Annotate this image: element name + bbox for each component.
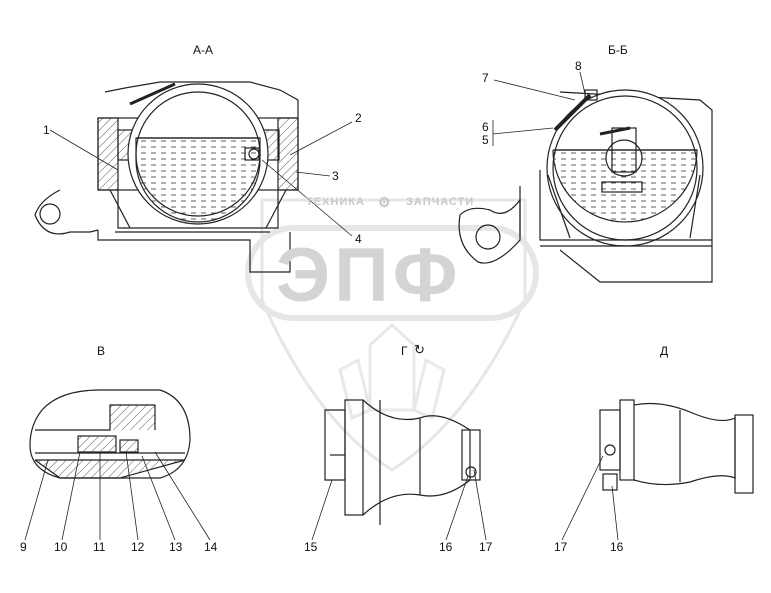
view-v-leaders: [24, 451, 211, 541]
callout-v-12: 12: [131, 540, 145, 554]
callout-v-13: 13: [169, 540, 183, 554]
callout-v-14: 14: [204, 540, 218, 554]
watermark-emblem: [245, 198, 539, 472]
callout-d-17: 17: [554, 540, 568, 554]
callout-v-10: 10: [54, 540, 68, 554]
callout-bb-5: 5: [482, 133, 489, 147]
view-title-v: В: [97, 344, 106, 358]
watermark-gear-icon: ⚙: [378, 194, 392, 210]
view-direction-arrow-icon: ↻: [414, 342, 425, 357]
view-aa-drawing: [34, 81, 299, 273]
callout-aa-1: 1: [43, 123, 50, 137]
watermark-big-text: ЭПФ: [276, 233, 462, 318]
callout-g-15: 15: [304, 540, 318, 554]
callout-aa-3: 3: [332, 169, 339, 183]
view-bb-leaders: [492, 71, 586, 146]
view-title-d: Д: [660, 344, 669, 358]
view-d-leaders: [561, 455, 619, 541]
view-d-drawing: [599, 399, 754, 494]
view-v-drawing: [29, 389, 191, 479]
watermark-left-text: ТЕХНИКА: [306, 196, 365, 208]
callout-bb-8: 8: [575, 59, 582, 73]
callout-bb-7: 7: [482, 71, 489, 85]
view-bb-drawing: [458, 89, 713, 283]
view-aa-leaders: [49, 121, 353, 237]
view-title-g: Г: [401, 344, 408, 358]
callout-aa-4: 4: [355, 232, 362, 246]
view-g-drawing: [324, 399, 481, 525]
view-title-aa: А-А: [193, 43, 214, 57]
view-g-leaders: [311, 469, 487, 541]
callout-v-11: 11: [93, 540, 106, 554]
watermark-right-text: ЗАПЧАСТИ: [406, 196, 475, 208]
callout-bb-6: 6: [482, 120, 489, 134]
callout-d-16: 16: [610, 540, 624, 554]
view-title-bb: Б-Б: [608, 43, 628, 57]
callout-v-9: 9: [20, 540, 27, 554]
callout-aa-2: 2: [355, 111, 362, 125]
callout-g-17: 17: [479, 540, 493, 554]
callout-g-16: 16: [439, 540, 453, 554]
